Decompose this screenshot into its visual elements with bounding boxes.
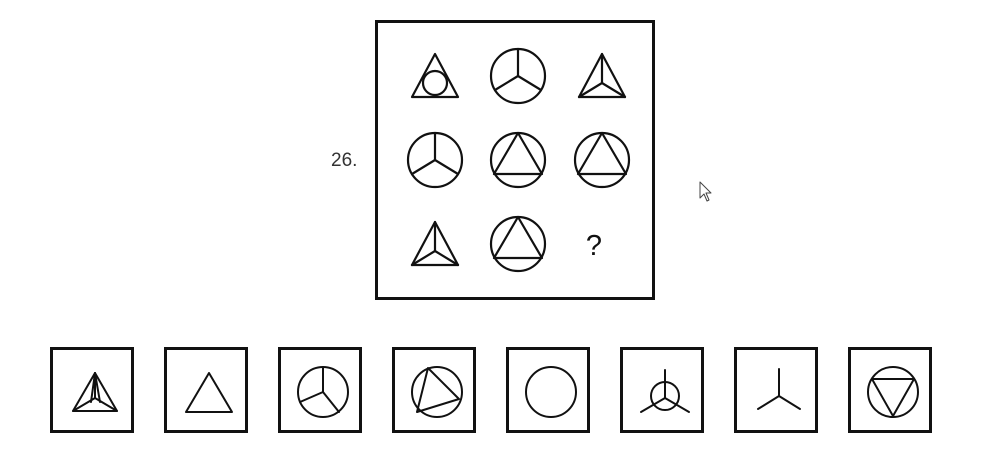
arrow-cursor-icon (699, 181, 712, 202)
answer-option-8[interactable] (848, 347, 932, 433)
option-3-figure (297, 366, 349, 418)
answer-option-6[interactable] (620, 347, 704, 433)
matrix-cell-2-2 (489, 131, 547, 189)
answer-option-1[interactable] (50, 347, 134, 433)
matrix-cell-2-1 (406, 131, 464, 189)
option-5-figure (525, 366, 577, 418)
option-1-figure (72, 372, 118, 412)
matrix-cell-3-1 (410, 220, 460, 267)
matrix-cell-1-3 (577, 52, 627, 99)
matrix-cell-1-2 (489, 47, 547, 105)
question-number: 26. (331, 150, 358, 171)
option-2-figure (185, 372, 233, 413)
matrix-cell-3-2 (489, 215, 547, 273)
matrix-cell-2-3 (573, 131, 631, 189)
matrix-panel: ? (375, 20, 655, 300)
matrix-figures (406, 47, 631, 273)
answer-option-2[interactable] (164, 347, 248, 433)
option-4-figure (411, 366, 463, 418)
answer-option-3[interactable] (278, 347, 362, 433)
answer-option-5[interactable] (506, 347, 590, 433)
option-7-figure (757, 368, 801, 410)
answer-option-7[interactable] (734, 347, 818, 433)
answer-option-4[interactable] (392, 347, 476, 433)
matrix-cell-1-1 (410, 52, 460, 99)
missing-cell-question-mark: ? (585, 230, 603, 262)
option-6-figure (640, 369, 690, 413)
option-8-figure (867, 366, 919, 418)
